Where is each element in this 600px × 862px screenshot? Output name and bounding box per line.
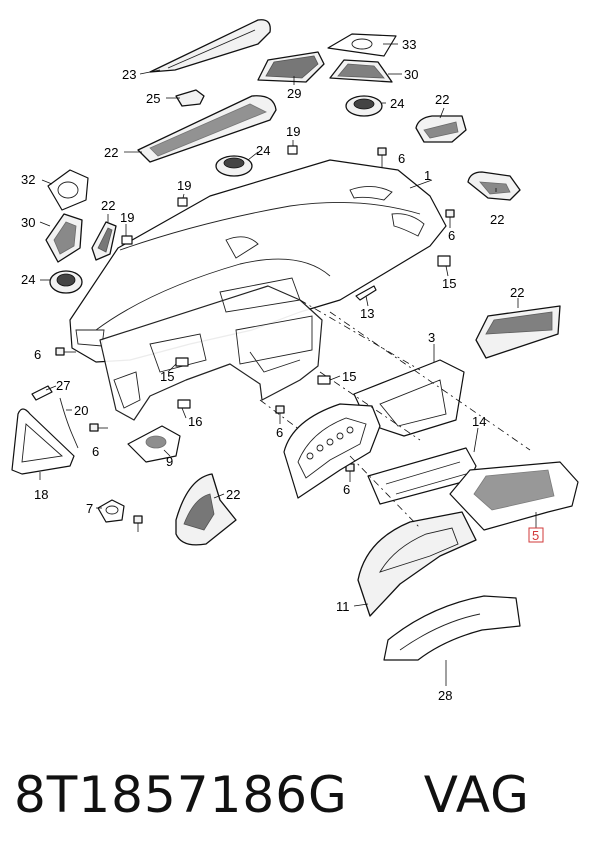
- speaker-right: [345, 95, 383, 117]
- callout-16: 16: [188, 414, 202, 429]
- dash-top-trim-strip: [149, 19, 271, 73]
- callout-labels: 33 23 30 29 25 22 24 19 24 22 6 1 32 19 …: [21, 37, 544, 703]
- callout-30-left: 30: [21, 215, 35, 230]
- vent-lower-left: [175, 473, 237, 546]
- speaker-center: [215, 155, 253, 177]
- callout-15-left: 15: [160, 369, 174, 384]
- vent-right-side: [467, 171, 521, 201]
- callout-22-lower: 22: [226, 487, 240, 502]
- callout-5: 5: [532, 528, 539, 543]
- callout-18: 18: [34, 487, 48, 502]
- callout-27: 27: [56, 378, 70, 393]
- callout-28: 28: [438, 688, 452, 703]
- callout-3: 3: [428, 330, 435, 345]
- callout-23: 23: [122, 67, 136, 82]
- callout-1: 1: [424, 168, 431, 183]
- callout-14: 14: [472, 414, 486, 429]
- control-knob: [97, 499, 125, 523]
- steering-column-cover: [383, 595, 521, 661]
- callout-6-console: 6: [276, 425, 283, 440]
- exploded-dashboard-diagram: 33 23 30 29 25 22 24 19 24 22 6 1 32 19 …: [11, 19, 579, 703]
- callout-19-top: 19: [286, 124, 300, 139]
- callout-32: 32: [21, 172, 35, 187]
- mesh-grille-part: [257, 51, 325, 83]
- dashboard-main-body: [69, 159, 447, 421]
- vent-right-top: [415, 115, 467, 143]
- callout-19-left: 19: [120, 210, 134, 225]
- callout-13: 13: [360, 306, 374, 321]
- caption-line: 8T1857186G VAG: [14, 755, 594, 835]
- callout-22-center-vent: 22: [510, 285, 524, 300]
- callout-6-top: 6: [398, 151, 405, 166]
- part-number-text: 8T1857186G: [14, 766, 348, 824]
- callout-9: 9: [166, 454, 173, 469]
- callout-22-side-right: 22: [490, 212, 504, 227]
- callout-19-mid: 19: [177, 178, 191, 193]
- side-speaker-ring: [47, 169, 89, 211]
- callout-6-right: 6: [448, 228, 455, 243]
- center-console-frame: [283, 403, 381, 499]
- left-small-vent: [91, 221, 117, 261]
- callout-15-mid: 15: [342, 369, 356, 384]
- callout-20: 20: [74, 403, 88, 418]
- callout-29: 29: [287, 86, 301, 101]
- speaker-cover-top: [327, 33, 397, 57]
- callout-24-center: 24: [256, 143, 270, 158]
- callout-5-highlight-box: [528, 527, 544, 543]
- callout-6-bracket: 6: [343, 482, 350, 497]
- bolts: [55, 147, 455, 532]
- callout-22-top-right: 22: [435, 92, 449, 107]
- callout-33: 33: [402, 37, 416, 52]
- callout-11: 11: [336, 599, 350, 614]
- trim-panel-display-bezel: [449, 461, 579, 531]
- callout-6-lower-left: 6: [92, 444, 99, 459]
- callout-15-right: 15: [442, 276, 456, 291]
- left-tweeter-grille: [45, 213, 83, 263]
- callout-22-grille: 22: [104, 145, 118, 160]
- center-speaker-grille: [137, 95, 277, 163]
- callout-24-top: 24: [390, 96, 404, 111]
- leader-lines: [39, 43, 537, 686]
- dash-end-cap-left: [11, 408, 75, 475]
- dash-clip-part: [175, 89, 205, 107]
- instrument-cluster-shroud: [357, 511, 477, 617]
- callout-22-left: 22: [101, 198, 115, 213]
- callout-25: 25: [146, 91, 160, 106]
- assembly-lines: [259, 299, 531, 529]
- brand-text: VAG: [423, 766, 530, 824]
- vent-center-right: [475, 305, 561, 359]
- callout-7: 7: [86, 501, 93, 516]
- clip-parts: [121, 145, 451, 409]
- speaker-left: [49, 270, 83, 294]
- callout-24-left: 24: [21, 272, 35, 287]
- callout-6-left: 6: [34, 347, 41, 362]
- callout-30-top: 30: [404, 67, 418, 82]
- tweeter-grille-top: [329, 59, 393, 83]
